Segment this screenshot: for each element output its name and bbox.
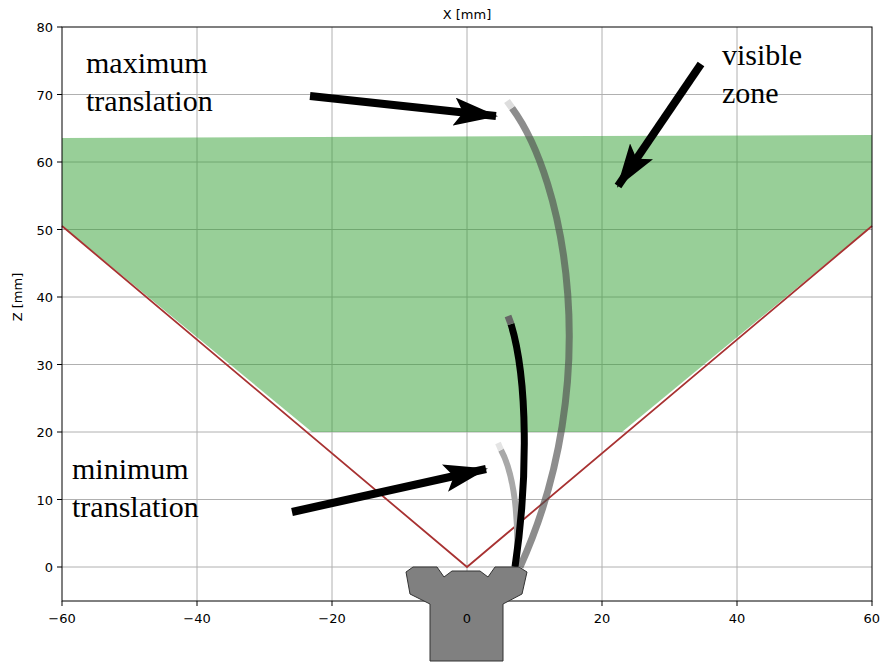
tick-label: 10 bbox=[36, 492, 53, 507]
callout-text: maximum translation bbox=[86, 44, 266, 120]
tick-label: 70 bbox=[36, 87, 53, 102]
view-cone bbox=[62, 226, 872, 567]
robot-base bbox=[406, 567, 527, 661]
grid bbox=[62, 27, 872, 601]
tick-label: 0 bbox=[463, 611, 471, 626]
tube-min bbox=[498, 443, 517, 560]
tick-label: 40 bbox=[36, 290, 53, 305]
axes-frame bbox=[62, 27, 872, 601]
visible-zone bbox=[62, 135, 872, 432]
tick-label: −40 bbox=[183, 611, 210, 626]
callout-text: minimum translation bbox=[72, 450, 252, 526]
tick-label: 60 bbox=[863, 611, 880, 626]
tick-label: 40 bbox=[729, 611, 746, 626]
axis-title: Z [mm] bbox=[10, 273, 25, 322]
tick-label: 20 bbox=[594, 611, 611, 626]
tick-label: 50 bbox=[36, 222, 53, 237]
tick-label: 80 bbox=[36, 20, 53, 35]
tick-marks bbox=[57, 27, 872, 606]
tick-label: 30 bbox=[36, 357, 53, 372]
axis-title: X [mm] bbox=[443, 7, 492, 22]
tick-label: 0 bbox=[45, 560, 53, 575]
tick-label: 20 bbox=[36, 425, 53, 440]
tick-label: −60 bbox=[48, 611, 75, 626]
callout-arrows bbox=[292, 64, 701, 512]
tube-current bbox=[508, 316, 524, 567]
tick-label: 60 bbox=[36, 155, 53, 170]
callout-text: visible zone bbox=[722, 36, 832, 112]
tick-label: −20 bbox=[318, 611, 345, 626]
